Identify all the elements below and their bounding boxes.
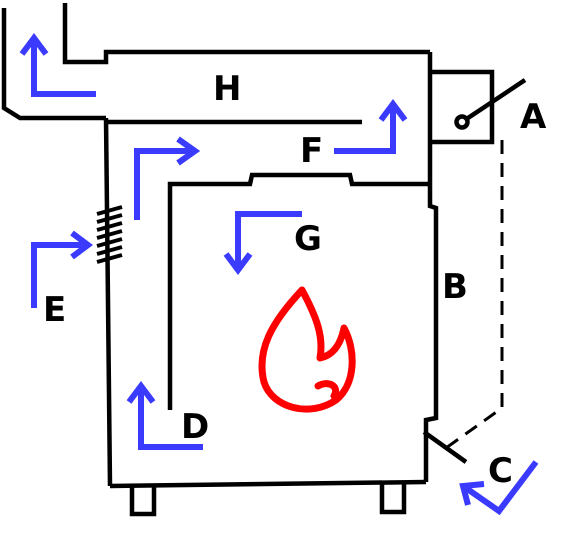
label-c: C [488,451,513,491]
arrow-c-inlet [459,460,539,516]
airflow-arrows [19,33,539,516]
leg-right [379,484,407,515]
label-g: G [294,219,322,259]
arrow-e-right [31,230,93,308]
flame-icon [258,286,356,413]
diagram-labels: A B C D E F G H [43,69,547,491]
front-wall-b [423,172,439,482]
label-a: A [520,97,547,137]
damper-pivot [454,114,470,130]
air-inlet-flap-c [422,430,468,464]
label-e: E [43,290,66,330]
arrow-d-up [126,381,203,450]
chimney-pipe-right-wall [62,3,430,65]
firebox-inner-wall [167,172,430,410]
stove-structure [1,3,495,517]
arrow-exhaust-up [19,33,96,97]
label-b: B [442,267,468,307]
damper-lever [454,78,527,130]
damper-housing-a [430,69,495,145]
outer-left-wall [103,117,113,487]
coil-icon [96,205,123,264]
label-d: D [181,407,209,447]
label-h: H [213,69,241,109]
arrow-channel-right [134,136,201,220]
chimney-pipe-left-wall [1,8,106,121]
stove-bottom [109,479,427,489]
label-f: F [300,131,323,171]
leg-left [129,486,157,517]
arrow-f-up [334,99,408,154]
arrow-g-down [223,211,302,275]
